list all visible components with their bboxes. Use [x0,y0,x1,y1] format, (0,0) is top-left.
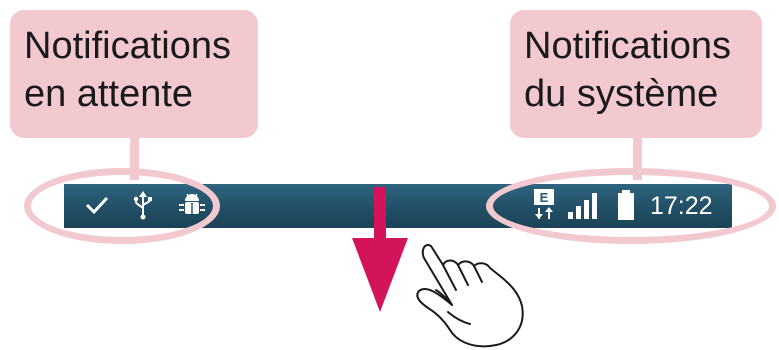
callout-system-notifications: Notifications du système [510,10,762,138]
swipe-down-hand-icon [416,244,524,348]
pending-notifications-highlight [24,168,220,244]
system-notifications-highlight [486,168,776,244]
callout-system-pointer [633,138,642,180]
callout-pending-pointer [130,138,139,180]
callout-pending-line1: Notifications [24,25,231,67]
callout-pending-line2: en attente [24,73,194,115]
callout-system-line1: Notifications [524,25,731,67]
swipe-down-arrow-icon [352,187,408,312]
callout-system-line2: du système [524,73,719,115]
callout-pending-notifications: Notifications en attente [10,10,258,138]
